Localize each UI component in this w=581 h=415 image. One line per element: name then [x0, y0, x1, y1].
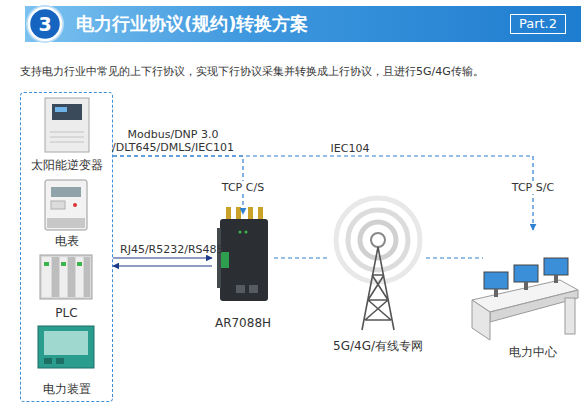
subtitle: 支持电力行业中常见的上下行协议，实现下行协议采集并转换成上行协议，且进行5G/4…: [20, 65, 575, 79]
network-node: 5G/4G/有线专网: [330, 205, 426, 353]
device-node: 电表: [22, 176, 111, 248]
meter-case: [45, 180, 87, 230]
badge-halo: [26, 5, 64, 43]
title: 电力行业协议(规约)转换方案: [76, 13, 308, 35]
gateway-node: AR7088H: [212, 214, 274, 330]
serial-link: [113, 257, 212, 258]
node-label: 电表: [22, 234, 111, 248]
antenna-port: [248, 207, 253, 220]
node-label: 5G/4G/有线专网: [330, 339, 426, 353]
meter-terminal: [47, 218, 85, 228]
meter-led: [73, 203, 77, 207]
plc-module: [76, 257, 83, 297]
monitor-stand: [524, 282, 528, 290]
monitor-stand: [494, 289, 498, 297]
router-terminal: [221, 252, 229, 268]
device-node: 太阳能逆变器: [22, 96, 111, 172]
edge-label: RJ45/R5232/RS485: [120, 243, 220, 256]
antenna-port: [236, 207, 241, 220]
node-label: AR7088H: [212, 316, 274, 330]
inverter-vent: [50, 142, 84, 143]
meter-display: [51, 187, 81, 197]
plc-led: [61, 262, 66, 266]
monitor: [484, 272, 508, 289]
power-panel: [38, 326, 94, 368]
router-port: [249, 285, 258, 293]
plc-module: [52, 257, 59, 297]
plc-led: [44, 262, 49, 266]
meter-plate: [51, 201, 65, 209]
power-button: [56, 358, 64, 364]
tower-icon: [336, 198, 420, 330]
badge-circle: [29, 8, 61, 40]
edge-label: Modbus/DNP 3.0 /DLT645/DMLS/IEC101: [110, 128, 236, 154]
signal-ring: [360, 222, 396, 258]
device-node: PLC: [22, 252, 111, 320]
desk-leg: [565, 298, 575, 334]
inverter-icon: [45, 98, 89, 152]
plc-rail: [40, 255, 92, 299]
node-label: 电力装置: [22, 382, 111, 396]
inverter-cabinet: [45, 98, 89, 152]
tower-lattice: [362, 247, 394, 330]
tower-top: [371, 233, 385, 247]
power-button: [44, 358, 52, 364]
power-screen: [44, 331, 88, 355]
center-node: 电力中心: [483, 230, 581, 359]
header-band: [25, 6, 581, 42]
network-link: [113, 156, 533, 230]
network-link: [274, 257, 330, 258]
section-number: 3: [29, 8, 61, 40]
router-led: [245, 231, 248, 234]
edge-label: IEC104: [320, 142, 380, 155]
device-group: 太阳能逆变器电表 PLC 电力装置: [20, 92, 113, 402]
plc-module: [42, 257, 51, 297]
node-label: 电力中心: [483, 345, 581, 359]
plc-module: [68, 257, 75, 297]
header-bar: [25, 5, 581, 43]
router-body: [220, 219, 268, 301]
protocol-label: TCP C/S: [218, 181, 268, 194]
meter-icon: [45, 180, 87, 230]
device-node: 电力装置: [22, 322, 111, 396]
plc-module: [60, 257, 67, 297]
part-tag: Part.2: [510, 14, 566, 34]
router-icon: [217, 207, 268, 301]
antenna-port: [258, 207, 263, 220]
desk-side: [472, 300, 490, 340]
plc-led: [77, 262, 82, 266]
node-label: 太阳能逆变器: [22, 158, 111, 172]
antenna-port: [226, 207, 231, 220]
network-link: [426, 257, 483, 258]
inverter-vent: [50, 132, 84, 133]
router-led: [239, 231, 242, 234]
plc-module: [84, 257, 90, 297]
monitor: [544, 258, 568, 275]
router-rail: [217, 228, 221, 288]
node-label: PLC: [22, 306, 111, 320]
signal-ring: [348, 210, 408, 270]
signal-ring: [336, 198, 420, 282]
inverter-screen: [52, 104, 82, 120]
control-center-icon: [472, 258, 578, 340]
protocol-label: TCP S/C: [508, 181, 558, 194]
plc-icon: [40, 255, 92, 299]
serial-link: [113, 265, 212, 266]
inverter-vent: [50, 137, 84, 138]
router-port: [236, 285, 245, 293]
monitor-stand: [554, 275, 558, 283]
inverter-display: [55, 107, 67, 112]
monitor: [514, 265, 538, 282]
power-device-icon: [38, 326, 94, 368]
